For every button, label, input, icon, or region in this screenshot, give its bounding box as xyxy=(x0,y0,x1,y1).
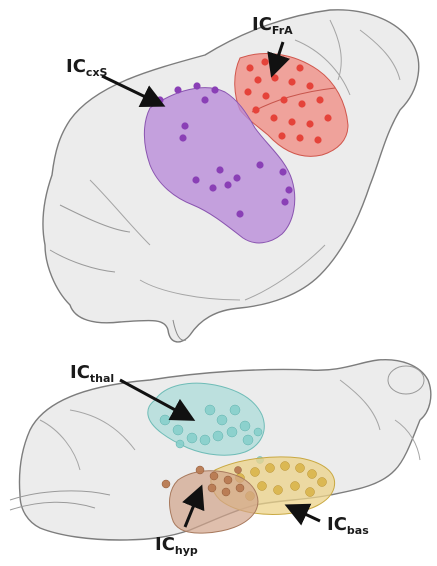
top-brain xyxy=(43,10,419,342)
label-thalamus: ICthal xyxy=(70,362,114,385)
bottom-brain xyxy=(10,360,431,540)
label-frontal: ICFrA xyxy=(252,14,293,37)
label-basal: ICbas xyxy=(327,514,369,537)
label-hypothalamus: IChyp xyxy=(155,534,198,557)
label-somatosensory: ICcxS xyxy=(66,56,108,79)
